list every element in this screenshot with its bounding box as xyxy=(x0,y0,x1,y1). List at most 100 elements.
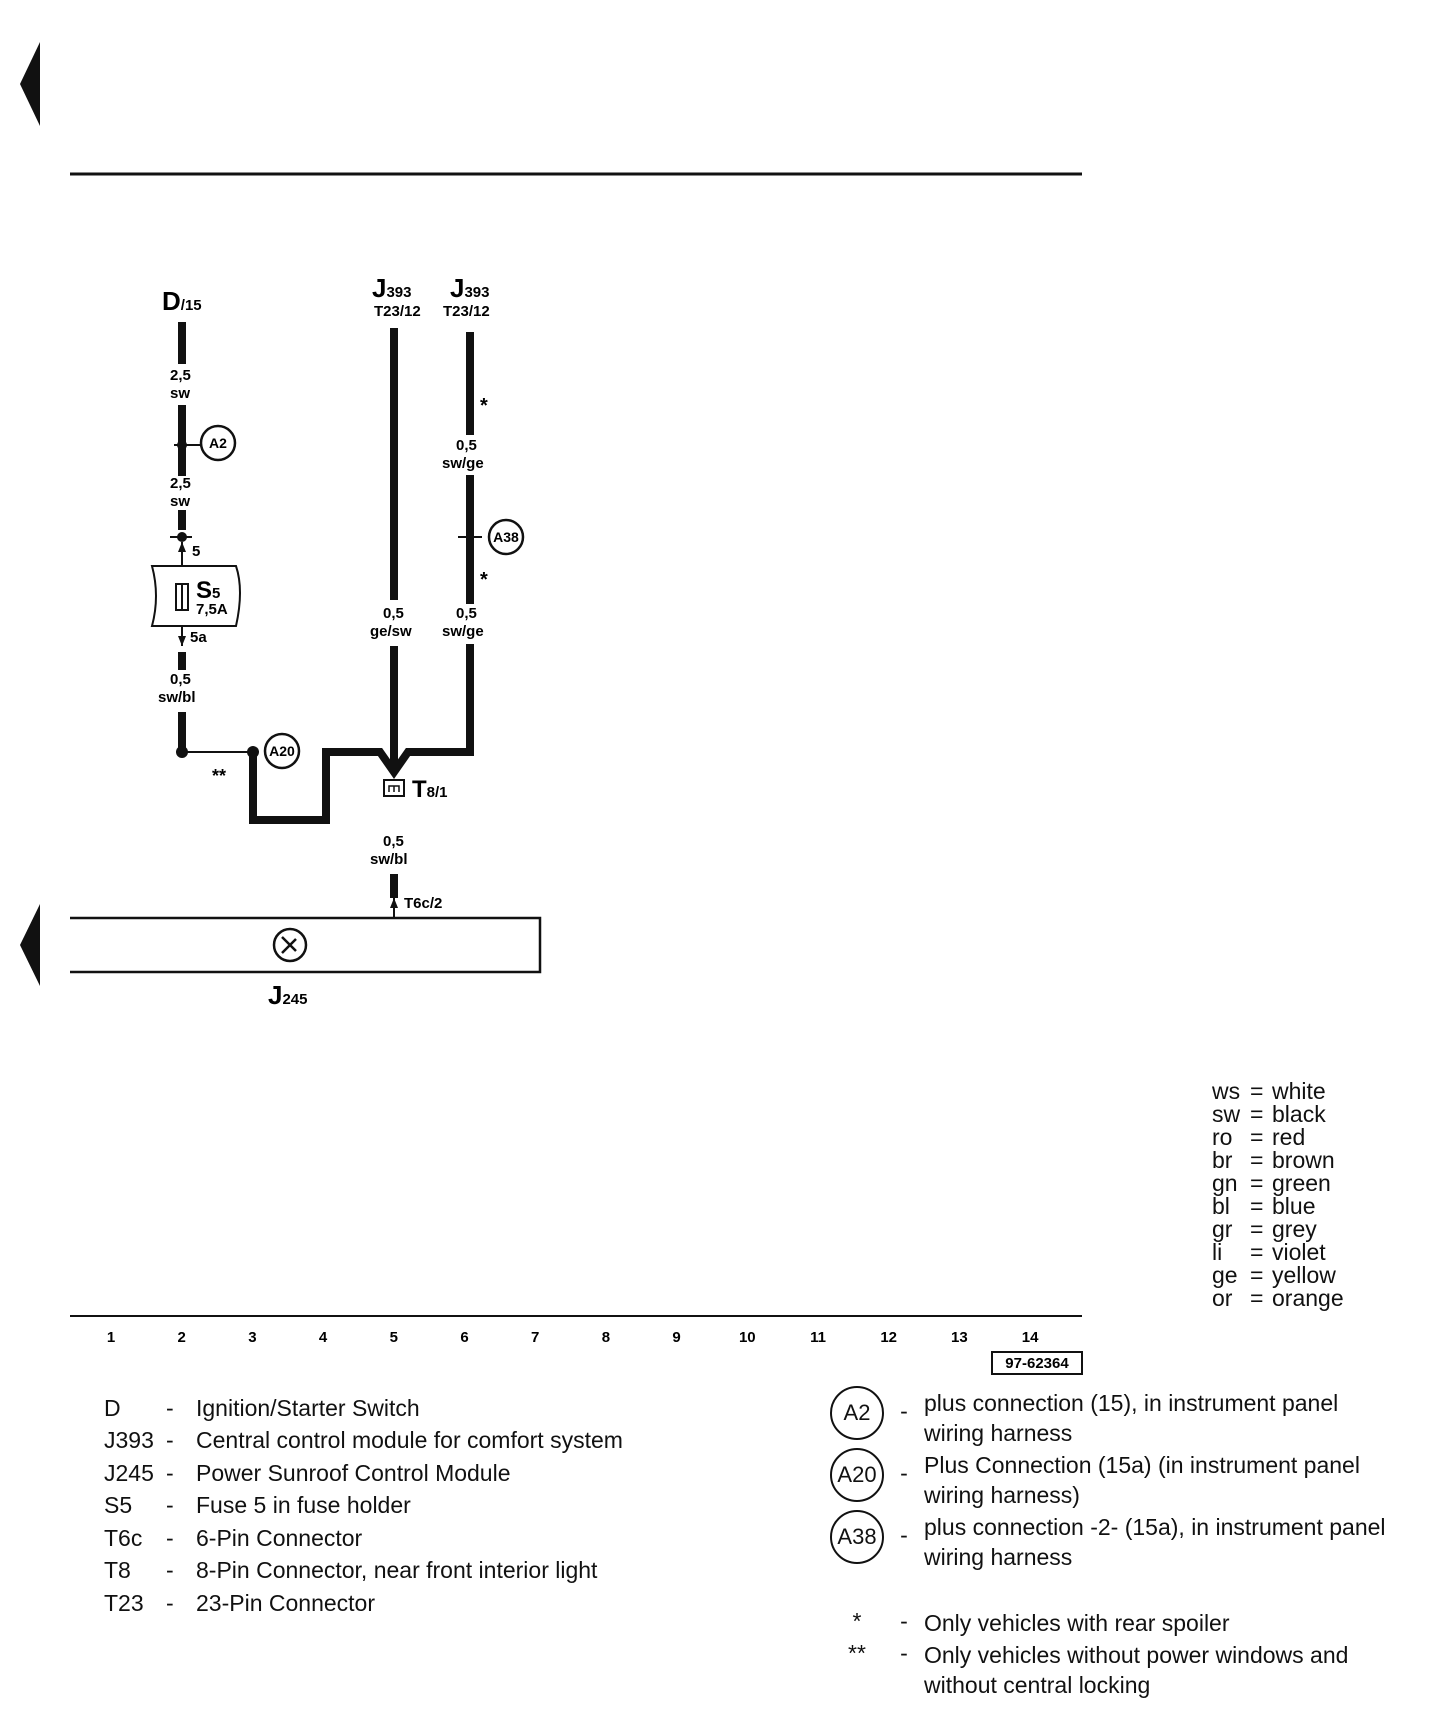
note-symbol: ** xyxy=(848,1640,866,1666)
color-name: grey xyxy=(1272,1216,1317,1242)
grid-number: 14 xyxy=(1022,1329,1039,1346)
pin-label-5: 5 xyxy=(192,543,200,560)
color-name: yellow xyxy=(1272,1262,1336,1288)
component-key-row: T23-23-Pin Connector xyxy=(104,1587,623,1620)
fuse-label-s5: S5 xyxy=(196,577,220,604)
component-code: T8 xyxy=(104,1557,131,1584)
color-code-row: ro=red xyxy=(1212,1126,1344,1149)
grid-number: 4 xyxy=(319,1329,328,1346)
wire-label-size-4: 0,5 xyxy=(383,605,404,622)
connector-label-t6c: T6c/2 xyxy=(404,895,442,912)
wire-label-size-6: 0,5 xyxy=(456,605,477,622)
fuse-top-dot xyxy=(177,532,187,542)
connection-a20-badge xyxy=(263,732,301,770)
key-dash: - xyxy=(166,1589,174,1616)
note-desc: Only vehicles without power windows and … xyxy=(924,1642,1349,1698)
component-code: J393 xyxy=(104,1427,154,1454)
svg-text:0,5: 0,5 xyxy=(456,437,477,454)
color-code-equals: = xyxy=(1250,1239,1264,1265)
wire-label-size-7: 0,5 xyxy=(383,833,404,850)
grid-number: 1 xyxy=(107,1329,115,1346)
label-bg-5 xyxy=(440,435,500,475)
key-dash: - xyxy=(900,1522,908,1548)
wire-label-color-7: sw/bl xyxy=(370,851,408,868)
color-code: gr xyxy=(1212,1216,1233,1242)
connection-key-row: A2-plus connection (15), in instrument p… xyxy=(830,1386,1394,1448)
module-label-j245: J245 xyxy=(268,980,308,1010)
label-bg-6 xyxy=(438,604,502,644)
grid-number: 5 xyxy=(390,1329,398,1346)
component-desc: 23-Pin Connector xyxy=(196,1589,375,1616)
connection-a38-label: A38 xyxy=(493,529,519,545)
color-code: or xyxy=(1212,1285,1233,1311)
color-code-row: ws=white xyxy=(1212,1080,1344,1103)
grid-number: 9 xyxy=(672,1329,680,1346)
color-code-row: br=brown xyxy=(1212,1149,1344,1172)
connection-badge: A38 xyxy=(830,1510,884,1564)
component-desc: 8-Pin Connector, near front interior lig… xyxy=(196,1557,598,1584)
svg-text:sw/ge: sw/ge xyxy=(442,455,484,472)
connection-badge: A20 xyxy=(830,1448,884,1502)
wire-label-color-2: sw xyxy=(170,493,190,510)
component-code: J245 xyxy=(104,1459,154,1486)
key-dash: - xyxy=(900,1640,908,1666)
key-dash: - xyxy=(166,1427,174,1454)
key-dash: - xyxy=(166,1492,174,1519)
color-code: ws xyxy=(1212,1078,1241,1104)
connector-label-t8: T8/1 xyxy=(412,776,448,803)
color-code-row: or=orange xyxy=(1212,1287,1344,1310)
color-code-row: bl=blue xyxy=(1212,1195,1344,1218)
figure-ref: 97-62364 xyxy=(1005,1355,1069,1372)
figure-ref-box xyxy=(991,1351,1083,1375)
wire-label-color-3: sw/bl xyxy=(158,689,196,706)
page-back-arrow-top-icon[interactable] xyxy=(20,42,40,126)
connection-a38-badge xyxy=(487,518,525,556)
component-code: D xyxy=(104,1394,121,1421)
wire-label-size-3: 0,5 xyxy=(170,671,191,688)
connection-desc: Plus Connection (15a) (in instrument pan… xyxy=(924,1452,1360,1508)
connection-key-row: A38-plus connection -2- (15a), in instru… xyxy=(830,1510,1394,1572)
label-j393-b-pin: T23/12 xyxy=(443,303,490,320)
connection-a20-label: A20 xyxy=(269,743,295,759)
color-code: ge xyxy=(1212,1262,1238,1288)
component-desc: Power Sunroof Control Module xyxy=(196,1459,511,1486)
note-desc: Only vehicles with rear spoiler xyxy=(924,1610,1230,1636)
wire-label-color-1: sw xyxy=(170,385,190,402)
color-code: sw xyxy=(1212,1101,1241,1127)
connection-desc: plus connection (15), in instrument pane… xyxy=(924,1390,1339,1446)
color-name: orange xyxy=(1272,1285,1344,1311)
grid-number: 11 xyxy=(810,1329,826,1346)
wire-label-size-1: 2,5 xyxy=(170,367,191,384)
fuse-rating: 7,5A xyxy=(196,601,228,618)
connection-a2-label: A2 xyxy=(209,435,227,451)
connection-badge: A2 xyxy=(830,1386,884,1440)
connection-key: A2-plus connection (15), in instrument p… xyxy=(830,1386,1450,1706)
color-code-row: li=violet xyxy=(1212,1241,1344,1264)
key-dash: - xyxy=(166,1557,174,1584)
grid-number: 10 xyxy=(739,1329,756,1346)
grid-number: 6 xyxy=(460,1329,468,1346)
page-back-arrow-bottom-icon[interactable] xyxy=(20,904,40,986)
note-row: *-Only vehicles with rear spoiler xyxy=(830,1608,1394,1638)
key-dash: - xyxy=(166,1459,174,1486)
color-code-equals: = xyxy=(1250,1216,1264,1242)
component-key-row: J393-Central control module for comfort … xyxy=(104,1425,623,1458)
pin-arrow-t6c-icon xyxy=(390,898,398,908)
color-code: gn xyxy=(1212,1170,1238,1196)
label-j393-b: J393 xyxy=(450,273,490,303)
color-code-row: sw=black xyxy=(1212,1103,1344,1126)
color-code-equals: = xyxy=(1250,1101,1264,1127)
color-code-equals: = xyxy=(1250,1124,1264,1150)
key-dash: - xyxy=(900,1460,908,1486)
color-name: brown xyxy=(1272,1147,1335,1173)
key-dash: - xyxy=(900,1608,908,1634)
color-code-row: gr = grey xyxy=(1212,1218,1344,1241)
component-code: T6c xyxy=(104,1524,143,1551)
component-code: S5 xyxy=(104,1492,133,1519)
pin-arrow-5a-icon xyxy=(178,636,186,646)
component-key-row: T8 -8-Pin Connector, near front interior … xyxy=(104,1555,623,1588)
color-code-row: gn=green xyxy=(1212,1172,1344,1195)
